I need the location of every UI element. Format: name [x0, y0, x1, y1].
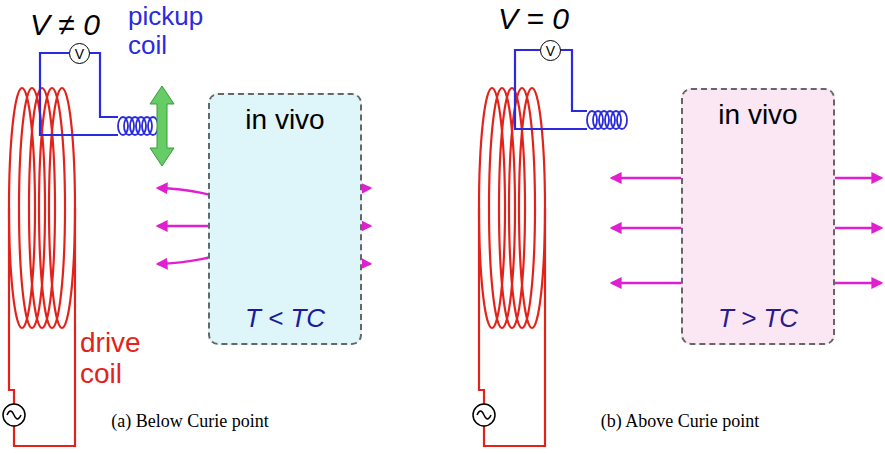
ac-symbol [7, 411, 21, 419]
pickup-coil-turn [136, 117, 146, 135]
drive-wire [479, 208, 484, 404]
pickup-wire [89, 53, 118, 117]
motion-arrow [150, 86, 174, 166]
pickup-coil-turn [605, 111, 615, 129]
caption-label: (b) Above Curie point [530, 412, 830, 432]
pickup-coil-turn [130, 117, 140, 135]
pickup-coil-turn [124, 117, 134, 135]
pickup-wire [515, 50, 587, 129]
pickup-coil-turn [611, 111, 621, 129]
pickup-coil-turn [142, 117, 152, 135]
pickup-coil-turn [587, 111, 597, 129]
meter-symbol: V [546, 44, 555, 58]
ac-symbol [477, 411, 491, 419]
temperature-label: T < TC [210, 304, 360, 333]
caption-label: (a) Below Curie point [40, 412, 340, 432]
drive-wire [9, 208, 14, 404]
meter-symbol: V [75, 47, 84, 61]
ac-source [3, 404, 25, 426]
region-label: in vivo [210, 105, 360, 136]
ac-source [473, 404, 495, 426]
pickup-coil-turn [617, 111, 627, 129]
drive-coil-turn [519, 88, 545, 328]
pickup-coil-turn [593, 111, 603, 129]
temperature-label: T > TC [683, 304, 833, 333]
drive-coil-turn [49, 88, 75, 328]
signal-label: V = 0 [498, 2, 608, 35]
part-label: drive coil [80, 328, 160, 390]
part-label: pickup coil [128, 2, 218, 59]
pickup-coil-turn [118, 117, 128, 135]
sample-region: in vivo T > TC [681, 88, 835, 345]
signal-label: V ≠ 0 [30, 8, 130, 41]
voltmeter: V [69, 43, 90, 64]
pickup-wire [560, 50, 587, 111]
sample-region: in vivo T < TC [208, 93, 362, 345]
pickup-wire [40, 53, 118, 135]
voltmeter: V [540, 40, 561, 61]
region-label: in vivo [683, 100, 833, 131]
pickup-coil-turn [599, 111, 609, 129]
